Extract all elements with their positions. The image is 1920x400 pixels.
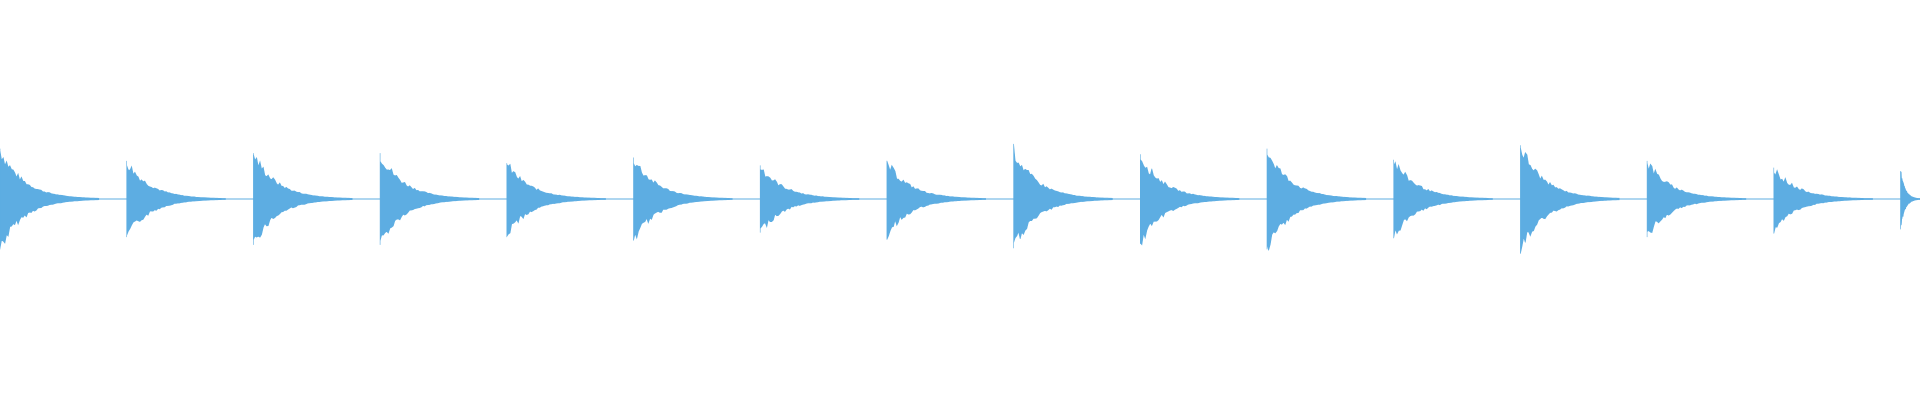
waveform-hit-6: [633, 157, 733, 241]
waveform-hit-15: [1773, 167, 1873, 234]
waveform-group: [0, 143, 1920, 254]
waveform-hit-3: [253, 153, 353, 245]
waveform-hit-13: [1520, 145, 1620, 254]
waveform-hit-5: [506, 163, 606, 238]
waveform-hit-8: [886, 160, 986, 240]
waveform-hit-12: [1393, 159, 1493, 239]
waveform-hit-4: [379, 153, 480, 245]
waveform-hit-10: [1140, 154, 1240, 246]
waveform-hit-9: [1013, 143, 1113, 249]
waveform-hit-1: [0, 148, 100, 250]
waveform-hit-11: [1266, 148, 1367, 251]
waveform-hit-16: [1900, 171, 1920, 230]
waveform-hit-2: [126, 160, 226, 238]
waveform-hit-7: [759, 165, 860, 233]
waveform-hit-14: [1646, 160, 1747, 238]
